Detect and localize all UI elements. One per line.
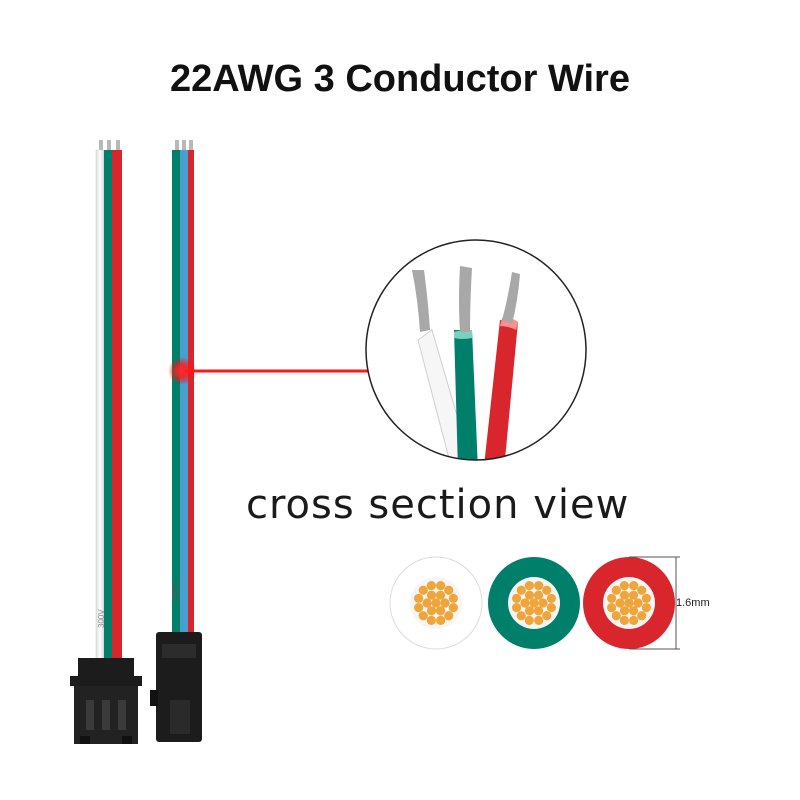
copper-strand — [436, 615, 446, 625]
copper-strand — [516, 585, 526, 595]
left-cable: 300V — [70, 140, 142, 744]
copper-strand — [542, 585, 552, 595]
copper-strand — [628, 590, 639, 600]
copper-strand — [448, 593, 458, 603]
copper-strand — [533, 590, 544, 600]
copper-strand — [615, 598, 625, 608]
copper-strand — [538, 598, 548, 608]
copper-strand — [426, 590, 437, 600]
copper-strand — [629, 615, 639, 625]
green-wire-right — [172, 150, 180, 650]
copper-strand — [448, 603, 458, 613]
copper-strands-white — [414, 581, 458, 625]
cross-section-diagram — [389, 556, 680, 650]
copper-strand — [633, 598, 643, 608]
copper-strand — [534, 581, 544, 591]
white-wire-left — [95, 149, 105, 661]
copper-strand — [529, 598, 539, 608]
copper-strand — [641, 603, 651, 613]
copper-strand — [637, 611, 647, 621]
copper-strand — [607, 603, 617, 613]
copper-strand — [641, 593, 651, 603]
copper-strand — [607, 593, 617, 603]
copper-strand — [435, 590, 446, 600]
copper-strand — [611, 585, 621, 595]
copper-strand — [542, 611, 552, 621]
copper-strand — [426, 581, 436, 591]
dimension-label: 1.6mm — [676, 597, 710, 609]
copper-strand — [418, 611, 428, 621]
copper-strand — [422, 598, 432, 608]
red-wire-right — [188, 150, 194, 650]
copper-strand — [546, 603, 556, 613]
copper-strands-red — [607, 581, 651, 625]
copper-strand — [512, 593, 522, 603]
copper-strand — [436, 581, 446, 591]
red-wire-left — [112, 150, 122, 660]
connector-right — [150, 632, 202, 742]
copper-strand — [619, 590, 630, 600]
copper-strand — [435, 606, 446, 616]
copper-strand — [611, 611, 621, 621]
svg-text:300V: 300V — [97, 609, 106, 628]
copper-strand — [512, 603, 522, 613]
copper-strand — [546, 593, 556, 603]
copper-strand — [414, 593, 424, 603]
copper-strand — [534, 615, 544, 625]
cross-section-label: cross section view — [246, 482, 630, 528]
copper-strand — [629, 581, 639, 591]
copper-strand — [444, 585, 454, 595]
copper-strand — [520, 598, 530, 608]
copper-strand — [524, 581, 534, 591]
copper-strand — [533, 606, 544, 616]
copper-strand — [418, 585, 428, 595]
copper-strand — [619, 581, 629, 591]
copper-strand — [426, 606, 437, 616]
copper-strand — [524, 606, 535, 616]
svg-text:300V: 300V — [171, 581, 180, 600]
copper-strands-green — [512, 581, 556, 625]
copper-strand — [524, 615, 534, 625]
copper-strand — [440, 598, 450, 608]
green-wire-left — [104, 150, 112, 660]
copper-strand — [426, 615, 436, 625]
copper-strand — [619, 615, 629, 625]
copper-strand — [628, 606, 639, 616]
magnified-wire-ends — [365, 239, 587, 461]
copper-strand — [431, 598, 441, 608]
copper-strand — [414, 603, 424, 613]
right-cable: 300V — [150, 140, 202, 742]
pointer-dot — [168, 357, 196, 385]
connector-left — [70, 658, 142, 744]
copper-strand — [444, 611, 454, 621]
blue-wire-right — [180, 150, 188, 650]
copper-strand — [524, 590, 535, 600]
copper-strand — [637, 585, 647, 595]
copper-strand — [619, 606, 630, 616]
copper-strand — [624, 598, 634, 608]
page-title: 22AWG 3 Conductor Wire — [170, 58, 630, 100]
copper-strand — [516, 611, 526, 621]
